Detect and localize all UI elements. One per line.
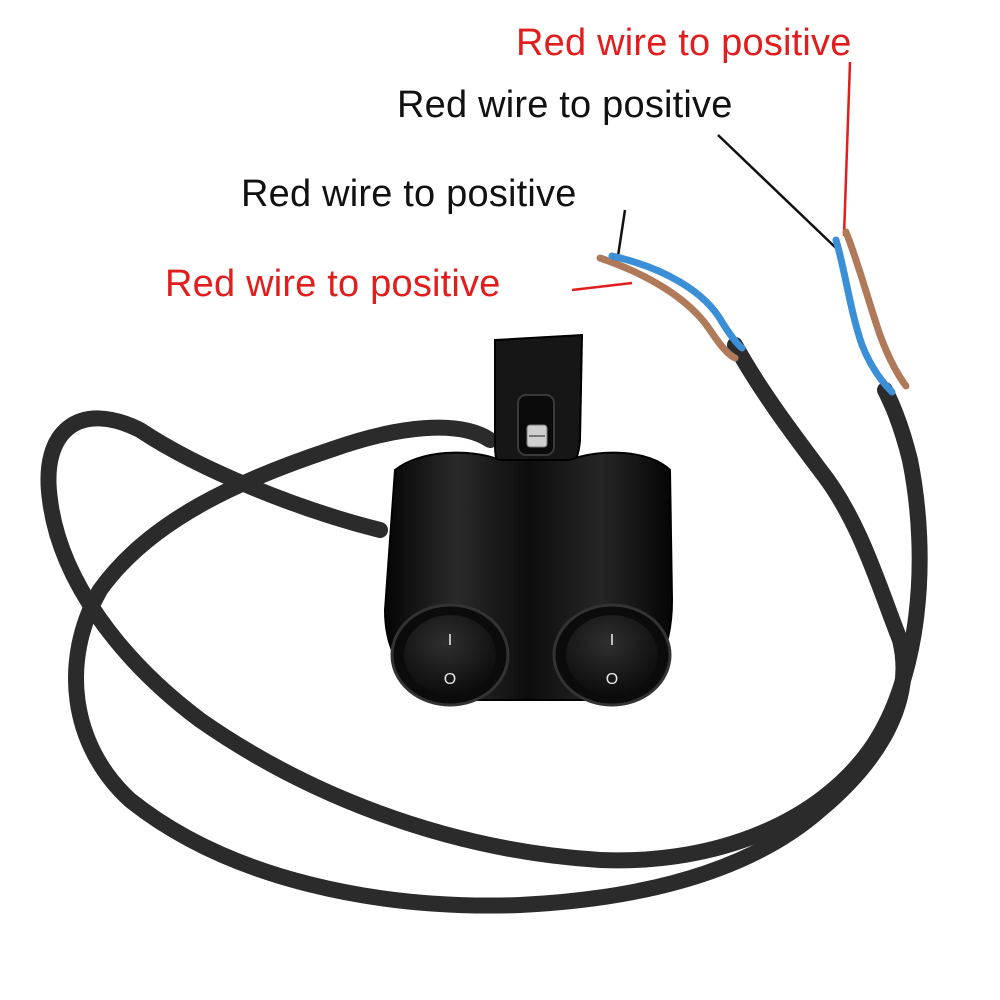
black-cable-inner (40, 382, 928, 869)
label-left-red-wire: Red wire to positive (165, 263, 501, 305)
label-right-red-wire: Red wire to positive (516, 22, 852, 64)
right-switch-on-mark: I (610, 632, 614, 649)
pointer-line-left-black (616, 209, 627, 257)
left-switch-off-mark: O (444, 671, 456, 688)
label-right-black-wire: Red wire to positive (397, 84, 733, 126)
pointer-line-left-red (571, 281, 633, 292)
right-switch-off-mark: O (606, 671, 618, 688)
pointer-line-right-red (842, 61, 852, 237)
wire-brown-right (842, 228, 910, 390)
right-rocker-switch[interactable] (552, 603, 672, 707)
left-rocker-switch[interactable] (390, 603, 510, 707)
wire-blue-right (832, 236, 896, 396)
wire-brown-left (596, 254, 739, 362)
left-switch-on-mark: I (448, 632, 452, 649)
wire-blue-left (608, 252, 746, 352)
pointer-line-right-black (717, 134, 837, 249)
label-left-black-wire: Red wire to positive (241, 173, 577, 215)
black-cable-loop (68, 337, 912, 914)
